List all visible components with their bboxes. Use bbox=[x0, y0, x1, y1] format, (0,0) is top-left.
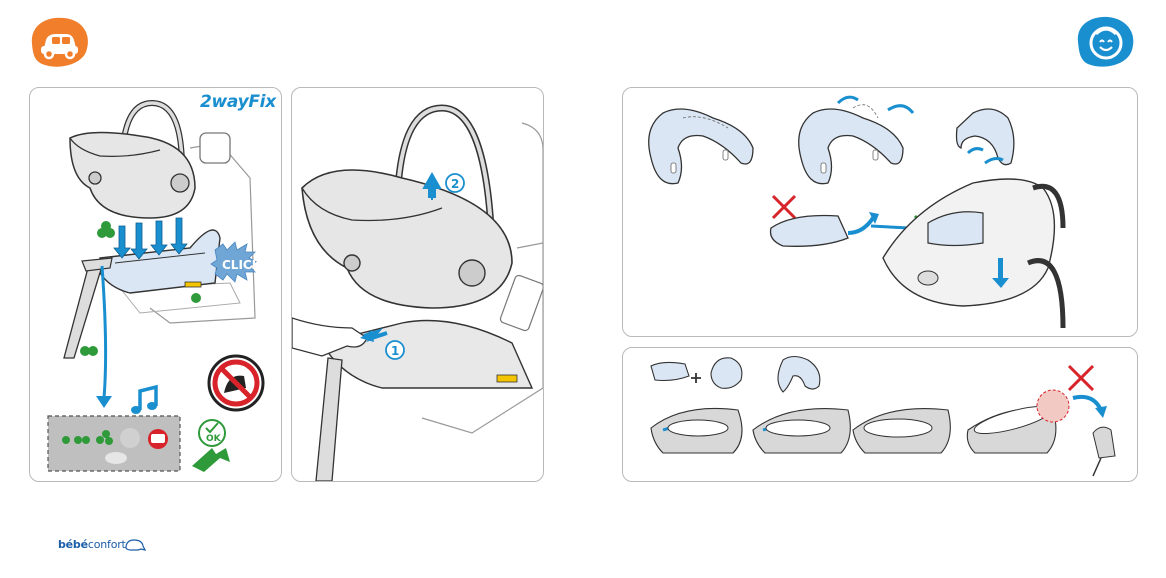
head-not-allowed-icon bbox=[1067, 364, 1095, 392]
ok-label: OK bbox=[206, 434, 222, 444]
install-illustration: CLICK OK bbox=[47, 99, 265, 472]
green-arrow-icon bbox=[192, 448, 230, 472]
stages-illustration bbox=[650, 355, 1116, 477]
headrest-icon bbox=[199, 132, 231, 164]
logo-bold: bébé bbox=[58, 538, 88, 551]
music-note-icon bbox=[131, 384, 158, 414]
not-allowed-icon bbox=[771, 194, 797, 220]
car-badge-icon bbox=[31, 17, 88, 67]
release-illustration: 1 2 bbox=[292, 104, 543, 481]
elephant-logo-icon bbox=[125, 539, 146, 551]
step-2-label: 2 bbox=[451, 177, 459, 191]
logo-rest: confort bbox=[87, 538, 126, 551]
ok-check-icon: OK bbox=[198, 419, 226, 447]
seat-base-icon bbox=[99, 229, 221, 294]
stages-panel bbox=[622, 347, 1138, 482]
baby-face-badge-icon bbox=[1077, 16, 1134, 67]
install-panel: 2wayFix CLICK bbox=[29, 87, 282, 482]
reducer-illustration bbox=[648, 95, 1066, 329]
down-arrows-icon bbox=[113, 217, 188, 260]
green-indicator-icon bbox=[80, 221, 201, 356]
carrier-shell-icon bbox=[69, 131, 196, 219]
reducer-panel bbox=[622, 87, 1138, 337]
release-shell-icon bbox=[301, 169, 513, 309]
step-1-label: 1 bbox=[391, 344, 399, 358]
brand-logo: bébéconfort bbox=[58, 538, 126, 551]
no-airbag-icon bbox=[207, 354, 265, 412]
body-insert-icon bbox=[769, 214, 849, 247]
release-panel: 1 2 bbox=[291, 87, 544, 482]
support-leg-icon bbox=[63, 265, 103, 359]
click-label: CLICK bbox=[222, 258, 262, 272]
click-burst-icon bbox=[210, 241, 258, 283]
head-cushion-icon bbox=[648, 108, 754, 185]
brand-title: 2wayFix bbox=[200, 92, 276, 112]
convertible-seat-icon bbox=[1092, 426, 1116, 459]
